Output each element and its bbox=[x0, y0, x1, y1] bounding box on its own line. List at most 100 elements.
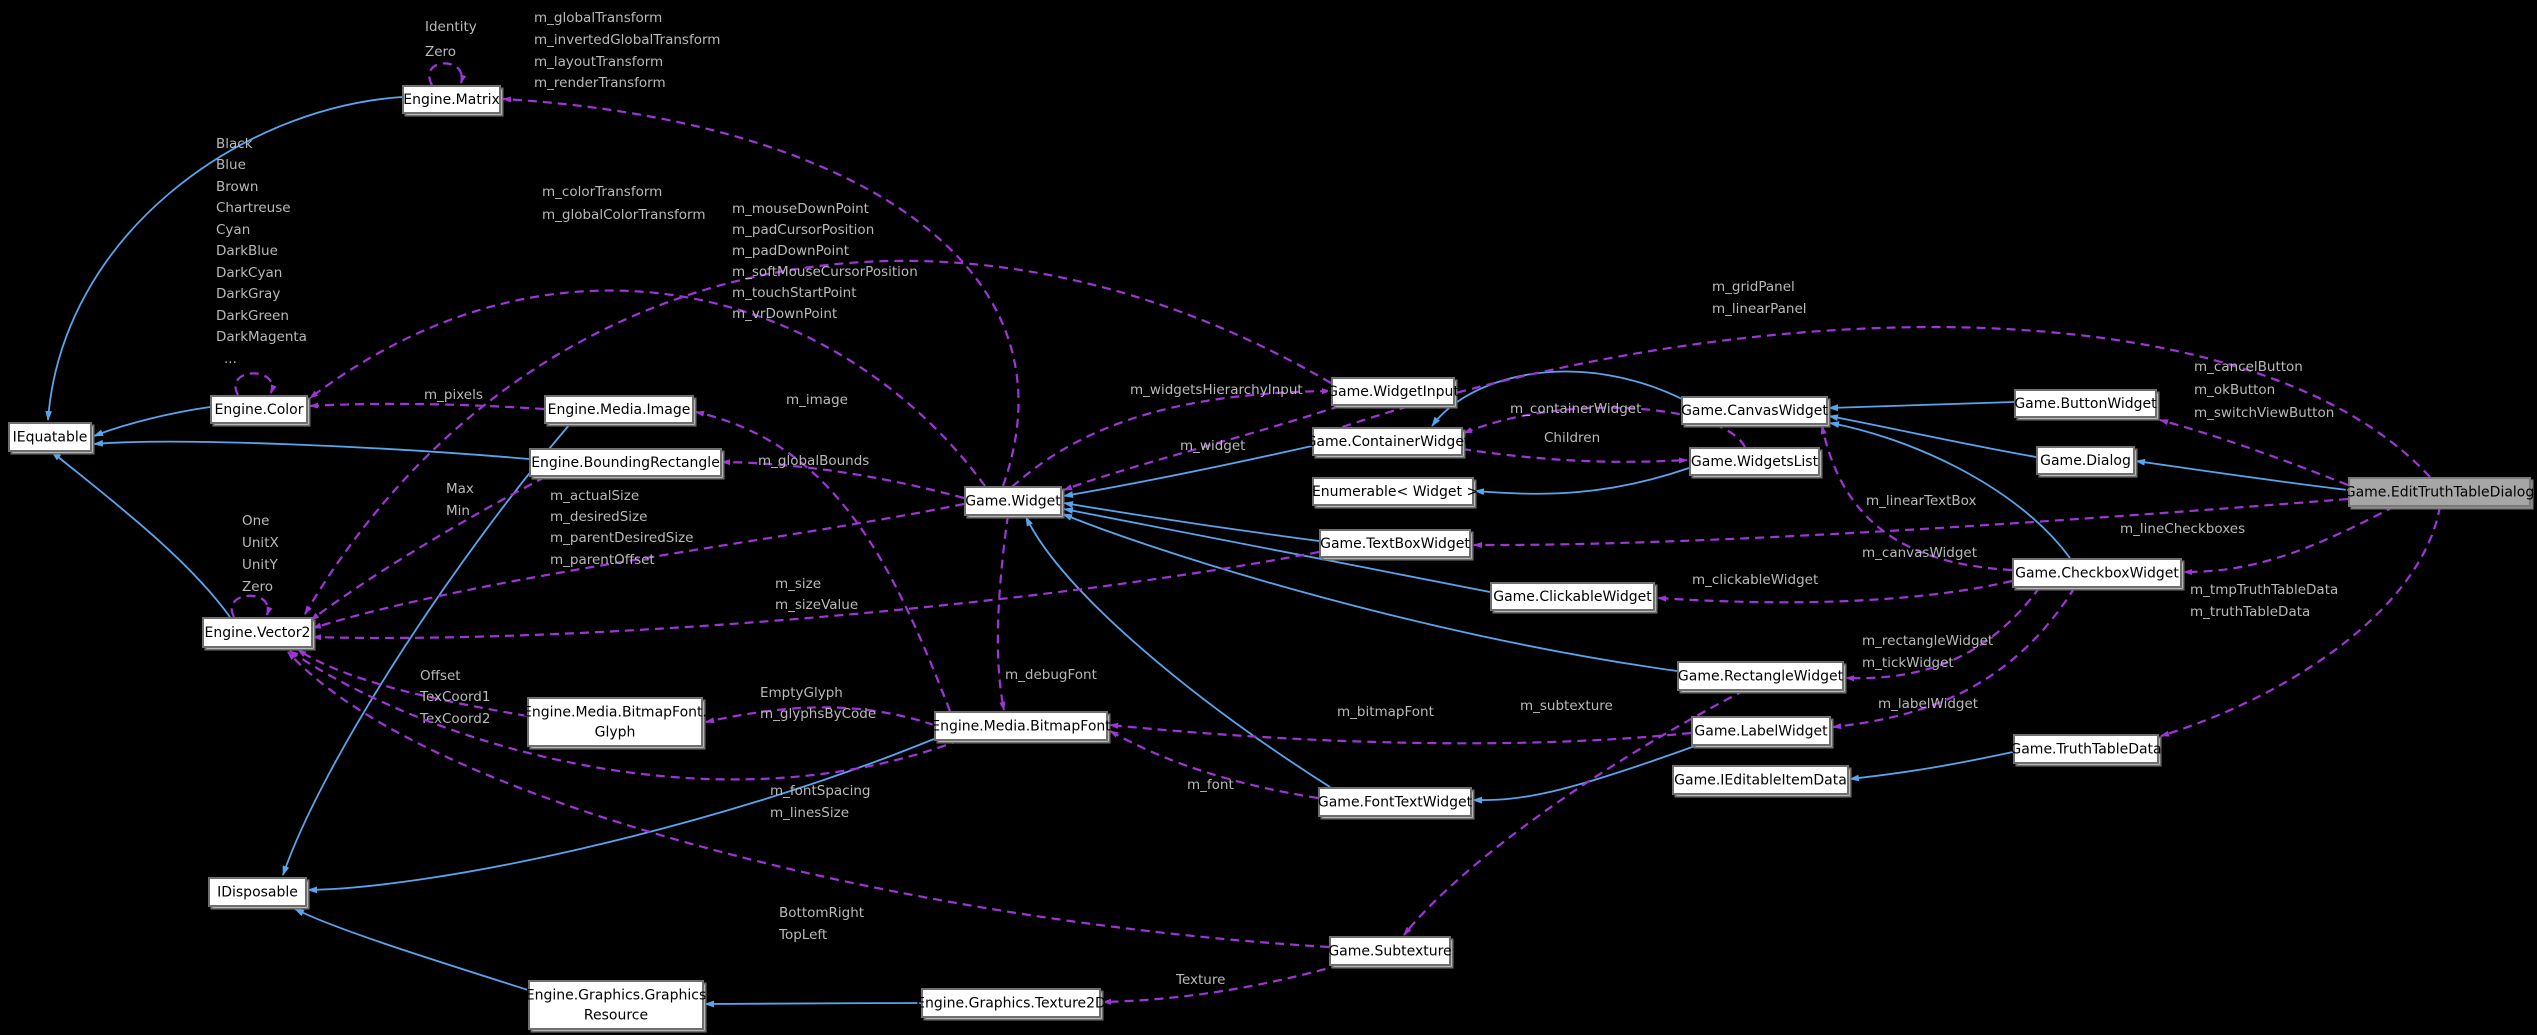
node-engine-matrix[interactable]: Engine.Matrix bbox=[402, 85, 504, 117]
edge-label-bitmapfont-image-0: m_image bbox=[786, 392, 848, 408]
edge-label-color-self-1: Blue bbox=[216, 157, 246, 173]
edge-label-checkbox-label-0: m_labelWidget bbox=[1878, 696, 1978, 712]
node-label: Game.WidgetsList bbox=[1691, 454, 1819, 470]
edge-fonttext-bitmapfont bbox=[1109, 730, 1319, 800]
edge-label-bitmapfont-vector2-1: m_linesSize bbox=[770, 805, 849, 821]
node-idisposable[interactable]: IDisposable bbox=[208, 877, 310, 910]
node-truthtabledata[interactable]: Game.TruthTableData bbox=[2010, 734, 2162, 767]
node-label: Game.TruthTableData bbox=[2010, 742, 2161, 758]
edge-label-container-widgetslist-0: Children bbox=[1544, 430, 1600, 446]
edge-label-color-self-4: Cyan bbox=[216, 222, 250, 238]
node-bitmapfont[interactable]: Engine.Media.BitmapFont bbox=[931, 711, 1111, 744]
node-label: Engine.Media.Image bbox=[548, 402, 691, 418]
edge-label-widget-vector2-0: m_actualSize bbox=[550, 488, 639, 504]
edge-label-textbox-vector2-0: m_size bbox=[775, 576, 821, 592]
edge-widget-color bbox=[309, 289, 986, 487]
edge-label-widgetinput-vector2-0: m_mouseDownPoint bbox=[732, 201, 869, 217]
node-ienumerable[interactable]: IEnumerable< Widget > bbox=[1308, 477, 1478, 509]
edge-vector2-self bbox=[230, 594, 273, 618]
edge-widget-vector2 bbox=[312, 502, 965, 630]
edge-label-color-self-9: DarkMagenta bbox=[216, 329, 307, 345]
edge-label-widget-color-0: m_colorTransform bbox=[542, 184, 662, 200]
node-canvaswidget[interactable]: Game.CanvasWidget bbox=[1681, 396, 1831, 428]
node-widgetslist[interactable]: Game.WidgetsList bbox=[1689, 447, 1823, 479]
node-edittruthtabledialog[interactable]: Game.EditTruthTableDialog bbox=[2345, 477, 2535, 510]
edge-label-color-self-7: DarkGray bbox=[216, 286, 280, 302]
edge-label-widget-brect-0: m_globalBounds bbox=[758, 453, 869, 469]
edge-label-widgetinput-vector2-1: m_padCursorPosition bbox=[732, 222, 874, 238]
node-engine-boundingrectangle[interactable]: Engine.BoundingRectangle bbox=[529, 448, 725, 480]
edge-label-widgetinput-vector2-2: m_padDownPoint bbox=[732, 243, 849, 259]
node-label: Engine.Graphics.Graphics bbox=[526, 988, 707, 1004]
edge-label-color-self-10: ... bbox=[224, 351, 237, 367]
edge-checkbox-canvas bbox=[1829, 421, 2071, 559]
edge-label-checkbox-canvaswidget-0: m_canvasWidget bbox=[1862, 545, 1977, 561]
node-checkboxwidget[interactable]: Game.CheckboxWidget bbox=[2012, 558, 2185, 591]
edge-widget-brect bbox=[721, 459, 965, 500]
edge-label-editdialog-container-0: m_gridPanel bbox=[1712, 279, 1795, 295]
node-subtexture[interactable]: Game.Subtexture bbox=[1328, 936, 1454, 969]
node-game-widget[interactable]: Game.Widget bbox=[964, 486, 1065, 519]
node-label: IEquatable bbox=[13, 430, 88, 446]
edge-image-color bbox=[309, 402, 545, 411]
edge-label-bitmapfont-glyph-1: m_glyphsByCode bbox=[760, 706, 876, 722]
edge-label-color-self-6: DarkCyan bbox=[216, 265, 282, 281]
edge-label-editdialog-checkbox-0: m_lineCheckboxes bbox=[2120, 521, 2245, 537]
node-label: Game.CheckboxWidget bbox=[2015, 566, 2179, 582]
node-engine-media-image[interactable]: Engine.Media.Image bbox=[544, 395, 697, 427]
edge-label-color-self-8: DarkGreen bbox=[216, 308, 289, 324]
edge-label-widget-matrix-0: m_globalTransform bbox=[534, 10, 662, 26]
edge-label-fonttext bbox=[1472, 745, 1696, 804]
node-ieditableitemdata[interactable]: Game.IEditableItemData bbox=[1672, 765, 1852, 798]
node-label: Engine.BoundingRectangle bbox=[531, 455, 720, 471]
node-iequatable[interactable]: IEquatable bbox=[8, 422, 95, 455]
edge-label-image-color-0: m_pixels bbox=[424, 387, 483, 403]
edge-bitmapfont-vector2 bbox=[289, 650, 961, 781]
edge-label-widgetinput-widget-0: m_widget bbox=[1180, 438, 1245, 454]
node-containerwidget[interactable]: Game.ContainerWidget bbox=[1306, 427, 1470, 459]
edge-clickable-widget bbox=[1063, 507, 1491, 593]
edge-label-color-self-3: Chartreuse bbox=[216, 200, 291, 216]
node-label: Game.FontTextWidget bbox=[1318, 795, 1473, 811]
node-widgetinput[interactable]: Game.WidgetInput bbox=[1327, 377, 1459, 409]
edge-rectangle-subtexture bbox=[1403, 689, 1746, 936]
node-rectanglewidget[interactable]: Game.RectangleWidget bbox=[1677, 661, 1847, 694]
edge-textbox-vector2 bbox=[312, 550, 1320, 641]
node-buttonwidget[interactable]: Game.ButtonWidget bbox=[2014, 389, 2160, 421]
node-label: Engine.Media.BitmapFont. bbox=[523, 705, 707, 721]
edge-label-subtexture-vector2-1: TopLeft bbox=[778, 927, 827, 943]
edge-checkbox-rectangle bbox=[1845, 586, 2041, 682]
edge-label-widget-widgetinput-0: m_widgetsHierarchyInput bbox=[1130, 382, 1303, 398]
edge-label-widget-vector2-3: m_parentOffset bbox=[550, 552, 655, 568]
edge-editdialog-button bbox=[2159, 418, 2349, 487]
edge-label-matrix-self-0: Identity bbox=[425, 19, 477, 35]
node-engine-vector2[interactable]: Engine.Vector2 bbox=[202, 617, 316, 651]
node-label: IEnumerable< Widget > bbox=[1308, 484, 1478, 500]
edge-matrix-iequatable bbox=[45, 96, 403, 421]
node-labelwidget[interactable]: Game.LabelWidget bbox=[1691, 716, 1834, 749]
node-bitmapfont-glyph[interactable]: Engine.Media.BitmapFont.Glyph bbox=[523, 697, 707, 750]
edge-label-widget-vector2-2: m_parentDesiredSize bbox=[550, 530, 693, 546]
node-texture2d[interactable]: Engine.Graphics.Texture2D bbox=[916, 988, 1106, 1021]
node-fonttextwidget[interactable]: Game.FontTextWidget bbox=[1318, 787, 1475, 820]
edge-brect-vector2 bbox=[310, 476, 546, 621]
edge-canvas-container bbox=[1431, 370, 1685, 427]
edge-label-editdialog-button-2: m_switchViewButton bbox=[2194, 405, 2334, 421]
edge-glyph-vector2 bbox=[297, 649, 528, 718]
node-label: Game.EditTruthTableDialog bbox=[2345, 485, 2535, 501]
node-dialog[interactable]: Game.Dialog bbox=[2036, 446, 2138, 478]
node-clickablewidget[interactable]: Game.ClickableWidget bbox=[1490, 582, 1658, 614]
edge-widgetslist-container bbox=[1463, 406, 1746, 448]
edge-label-editdialog-truthdata-0: m_tmpTruthTableData bbox=[2190, 582, 2338, 598]
node-textboxwidget[interactable]: Game.TextBoxWidget bbox=[1319, 529, 1474, 561]
node-label: Engine.Graphics.Texture2D bbox=[916, 996, 1106, 1012]
node-engine-color[interactable]: Engine.Color bbox=[210, 395, 311, 427]
edge-label-widgetinput-vector2-3: m_softMouseCursorPosition bbox=[732, 264, 918, 280]
edge-container-widgetslist bbox=[1461, 447, 1688, 464]
node-label: Game.Subtexture bbox=[1328, 944, 1451, 960]
edge-label-editdialog-button-1: m_okButton bbox=[2194, 382, 2275, 398]
edge-label-glyph-vector2-2: TexCoord2 bbox=[419, 711, 490, 727]
